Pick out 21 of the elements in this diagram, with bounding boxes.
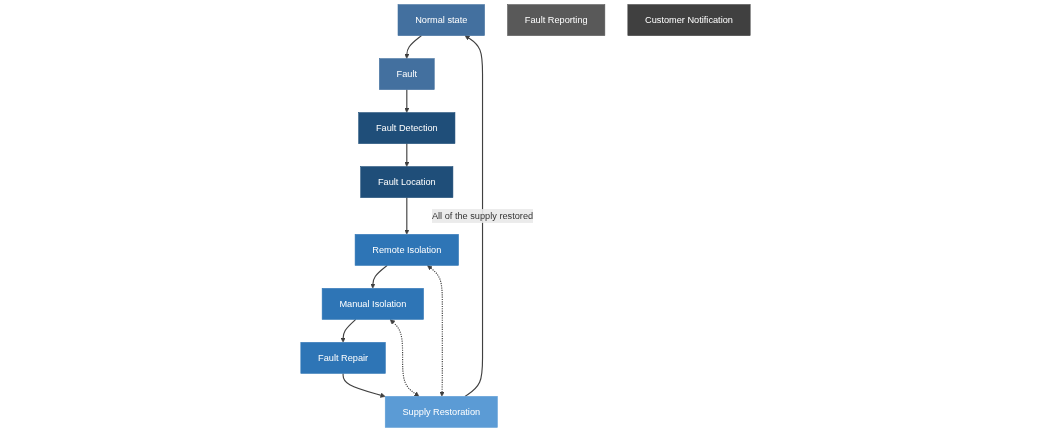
arrow: [342, 372, 386, 398]
arrow: [404, 89, 410, 113]
node-box: Fault Reporting: [507, 4, 606, 36]
arrow: [464, 35, 484, 397]
node-box: Supply Restoration: [384, 396, 498, 428]
arrow: [340, 318, 357, 343]
arrow: [404, 197, 410, 235]
node-box: Manual Isolation: [321, 288, 424, 320]
node-box: Normal state: [397, 4, 485, 36]
edge-label: All of the supply restored: [431, 210, 534, 221]
node-box: Fault Detection: [358, 112, 456, 144]
arrow: [404, 35, 423, 59]
arrow: [427, 265, 445, 397]
arrow: [370, 264, 388, 289]
node-box: Fault Location: [360, 166, 454, 198]
node-box: Fault Repair: [300, 342, 386, 374]
arrow: [389, 319, 420, 397]
node-box: Remote Isolation: [354, 234, 459, 266]
node-box: Fault: [379, 58, 435, 90]
arrow: [404, 143, 410, 167]
node-box: Customer Notification: [627, 4, 751, 36]
